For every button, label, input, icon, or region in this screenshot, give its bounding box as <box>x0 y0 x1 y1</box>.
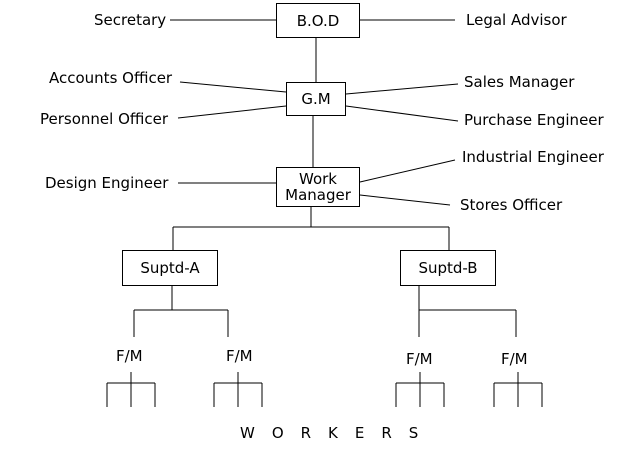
design-engineer-label: Design Engineer <box>45 174 169 192</box>
foreman-label-a1: F/M <box>116 347 143 365</box>
worker-comb-3 <box>395 372 445 407</box>
connector-gm-personnel <box>177 105 287 119</box>
connector-gm-sales <box>345 83 459 95</box>
suptd-b-box: Suptd-B <box>400 250 496 286</box>
bod-box: B.O.D <box>276 3 360 38</box>
sales-manager-label: Sales Manager <box>464 73 575 91</box>
connector-gm-accounts <box>179 81 287 93</box>
bod-label: B.O.D <box>296 11 340 30</box>
work-manager-line1: Work <box>299 170 337 188</box>
connector-gm-purchase <box>345 105 459 122</box>
worker-comb-1 <box>106 372 156 407</box>
suptd-a-box: Suptd-A <box>122 250 218 286</box>
connector-work-stores <box>359 194 451 206</box>
suptd-b-label: Suptd-B <box>418 259 478 277</box>
accounts-officer-label: Accounts Officer <box>49 69 173 87</box>
gm-label: G.M <box>301 90 331 108</box>
work-manager-box: Work Manager <box>276 167 360 207</box>
worker-comb-2 <box>213 372 263 407</box>
foreman-label-b2: F/M <box>501 350 528 368</box>
worker-comb-4 <box>493 372 543 407</box>
stores-officer-label: Stores Officer <box>460 196 563 214</box>
foreman-label-a2: F/M <box>226 347 253 365</box>
purchase-engineer-label: Purchase Engineer <box>464 111 604 129</box>
workers-label: WORKERS <box>240 424 436 442</box>
industrial-engineer-label: Industrial Engineer <box>462 148 604 166</box>
connector-work-industrial <box>359 159 456 183</box>
secretary-label: Secretary <box>94 11 167 29</box>
gm-box: G.M <box>286 82 346 116</box>
suptd-a-label: Suptd-A <box>140 259 200 277</box>
legal-advisor-label: Legal Advisor <box>466 11 567 29</box>
work-manager-line2: Manager <box>285 186 351 204</box>
personnel-officer-label: Personnel Officer <box>40 110 169 128</box>
foreman-label-b1: F/M <box>406 350 433 368</box>
